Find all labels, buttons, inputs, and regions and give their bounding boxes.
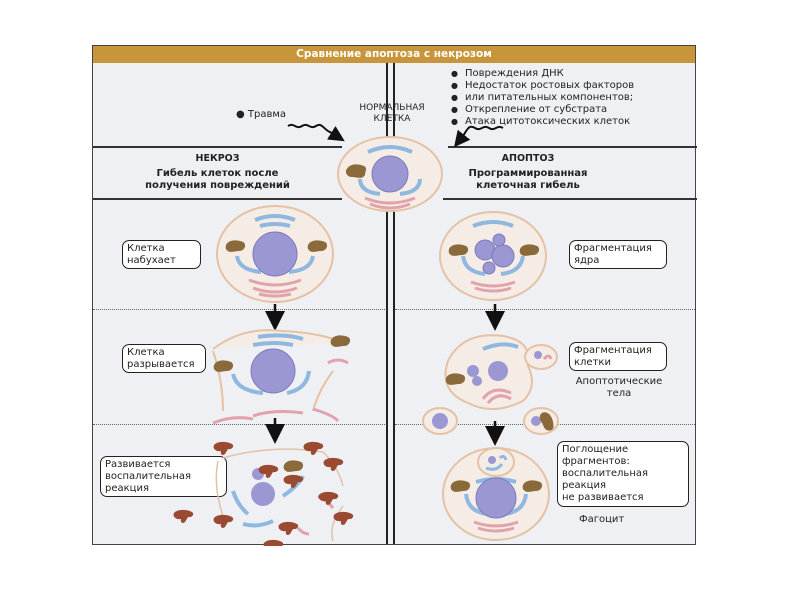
label-line: Фрагментация bbox=[574, 243, 652, 254]
necrosis-stage3-label: Развивается воспалительная реакция bbox=[100, 456, 227, 497]
apoptosis-stage-divider-1 bbox=[395, 309, 695, 310]
label-line: клетки bbox=[574, 357, 611, 368]
cause-item: Открепление от субстрата bbox=[451, 104, 634, 116]
normal-cell-label-line2: КЛЕТКА bbox=[373, 114, 411, 124]
apoptotic-body bbox=[422, 407, 458, 435]
label-line: разрывается bbox=[127, 359, 195, 370]
apoptosis-subtitle-line2: клеточная гибель bbox=[476, 180, 580, 191]
label-line: набухает bbox=[127, 255, 176, 266]
necrosis-stage2-label: Клетка разрывается bbox=[122, 344, 206, 373]
necrosis-rupturing-cell bbox=[212, 329, 351, 425]
necrosis-heading: НЕКРОЗ bbox=[195, 153, 240, 164]
necrosis-inflammation bbox=[173, 441, 354, 546]
label-line: Поглощение bbox=[562, 444, 629, 455]
necrosis-stage1-label: Клетка набухает bbox=[122, 240, 201, 269]
apoptosis-causes-list: Повреждения ДНК Недостаток ростовых факт… bbox=[451, 68, 634, 128]
normal-cell-label: НОРМАЛЬНАЯ КЛЕТКА bbox=[337, 103, 447, 125]
necrosis-swelling-cell bbox=[216, 205, 334, 303]
label-line: Клетка bbox=[127, 347, 165, 358]
trauma-arrow bbox=[287, 123, 345, 142]
normal-cell-label-line1: НОРМАЛЬНАЯ bbox=[359, 103, 425, 113]
diagram-frame: Сравнение апоптоза с некрозом ● Травма П… bbox=[92, 45, 697, 546]
center-divider-right bbox=[393, 63, 395, 544]
apoptosis-cell-fragmentation bbox=[422, 334, 559, 435]
label-line: реакция bbox=[562, 480, 606, 491]
phagocyte-label: Фагоцит bbox=[579, 514, 625, 525]
apoptosis-heading: АПОПТОЗ bbox=[501, 153, 555, 164]
label-line: Развивается bbox=[105, 459, 171, 470]
label-line: воспалительная bbox=[105, 471, 192, 482]
apoptotic-bodies-line2: тела bbox=[606, 388, 632, 399]
normal-cell bbox=[337, 136, 443, 212]
cause-item-continuation: или питательных компонентов; bbox=[451, 92, 634, 104]
apoptosis-header-top-line bbox=[448, 146, 697, 148]
phagocyte-cell bbox=[442, 447, 550, 541]
diagram-title: Сравнение апоптоза с некрозом bbox=[93, 46, 695, 63]
apoptosis-nuclear-fragmentation-cell bbox=[439, 211, 547, 301]
label-line: не развивается bbox=[562, 492, 644, 503]
trauma-label: Травма bbox=[247, 109, 287, 120]
necrosis-header-top-line bbox=[93, 146, 342, 148]
necrosis-header: НЕКРОЗ Гибель клеток после получения пов… bbox=[93, 153, 342, 192]
cause-item: Недостаток ростовых факторов bbox=[451, 80, 634, 92]
apoptotic-bodies-label: Апоптотические тела bbox=[559, 376, 679, 400]
cause-item: Повреждения ДНК bbox=[451, 68, 634, 80]
apoptotic-body bbox=[524, 344, 558, 370]
apoptosis-stage1-label: Фрагментация ядра bbox=[569, 240, 667, 269]
cause-item: Атака цитотоксических клеток bbox=[451, 116, 634, 128]
label-line: Клетка bbox=[127, 243, 165, 254]
necrosis-stage-divider-1 bbox=[93, 309, 385, 310]
center-divider-left bbox=[386, 63, 388, 544]
apoptosis-stage3-label: Поглощение фрагментов: воспалительная ре… bbox=[557, 441, 689, 507]
label-line: Фрагментация bbox=[574, 345, 652, 356]
apoptotic-body bbox=[523, 407, 559, 435]
label-line: ядра bbox=[574, 255, 600, 266]
cell-illustrations bbox=[173, 123, 559, 546]
apoptotic-bodies-line1: Апоптотические bbox=[575, 376, 663, 387]
necrosis-header-bottom-line bbox=[93, 198, 342, 200]
apoptosis-header-bottom-line bbox=[443, 198, 697, 200]
apoptosis-stage2-label: Фрагментация клетки bbox=[569, 342, 667, 371]
label-line: фрагментов: bbox=[562, 456, 630, 467]
cause-item-text: или питательных компонентов; bbox=[465, 92, 634, 103]
necrosis-stage-divider-2 bbox=[93, 424, 385, 425]
necrosis-subtitle-line1: Гибель клеток после bbox=[156, 168, 279, 179]
necrosis-subtitle-line2: получения повреждений bbox=[145, 180, 290, 191]
apoptosis-subtitle-line1: Программированная bbox=[468, 168, 588, 179]
apoptosis-cause-arrow bbox=[454, 125, 504, 148]
label-line: воспалительная bbox=[562, 468, 649, 479]
trauma-cause: ● Травма bbox=[236, 109, 287, 120]
label-line: реакция bbox=[105, 483, 149, 494]
apoptosis-header: АПОПТОЗ Программированная клеточная гибе… bbox=[433, 153, 623, 192]
